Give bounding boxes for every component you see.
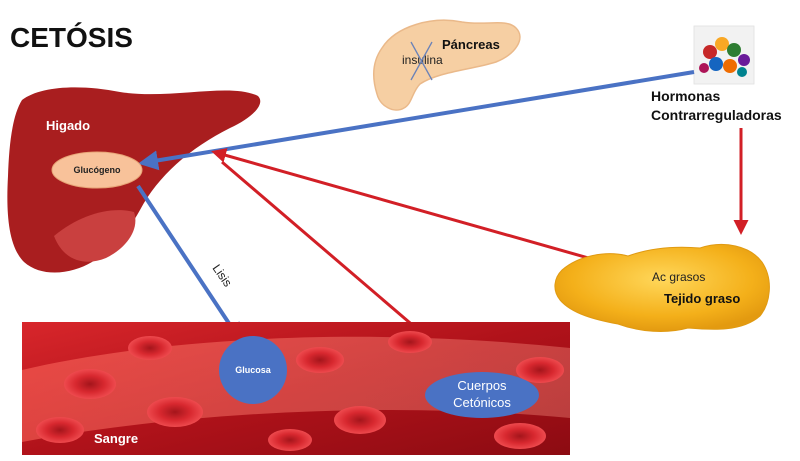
glucose-node [219, 336, 287, 404]
hormones-spheres-icon [693, 25, 755, 85]
ketone-bodies-node [425, 372, 539, 418]
liver-label: Higado [46, 118, 90, 133]
red-blood-cells [36, 331, 564, 451]
pancreas-label: Páncreas [442, 37, 500, 52]
pancreas-organ: Páncreas insulina [372, 19, 521, 111]
insulin-blocked-icon [410, 41, 433, 81]
hormones-label-line2: Contrarreguladoras [651, 107, 782, 123]
fat-tissue-shape [554, 244, 770, 332]
fat-tissue-label: Tejido graso [664, 291, 740, 306]
glycogen-label: Glucógeno [74, 165, 122, 175]
fat-acids-label: Ac grasos [652, 270, 705, 284]
liver-lobe [54, 210, 136, 262]
arrow-hormones-to-glycogen [138, 70, 695, 171]
ketone-bodies-label-line1: Cuerpos [457, 378, 507, 393]
pancreas-shape [372, 19, 521, 111]
arrow-glycogen-to-glucose [136, 184, 243, 344]
arrow-fat-to-liver [211, 148, 653, 278]
glycogen-node [51, 151, 143, 189]
fat-tissue: Ac grasos Tejido graso [554, 244, 770, 332]
page-title: CETÓSIS [10, 22, 133, 53]
blood-label: Sangre [94, 431, 138, 446]
hormones-label-line1: Hormonas [651, 88, 720, 104]
glucose-label: Glucosa [235, 365, 272, 375]
ketone-bodies-label-line2: Cetónicos [453, 395, 511, 410]
lysis-label: Lisis [210, 262, 235, 290]
